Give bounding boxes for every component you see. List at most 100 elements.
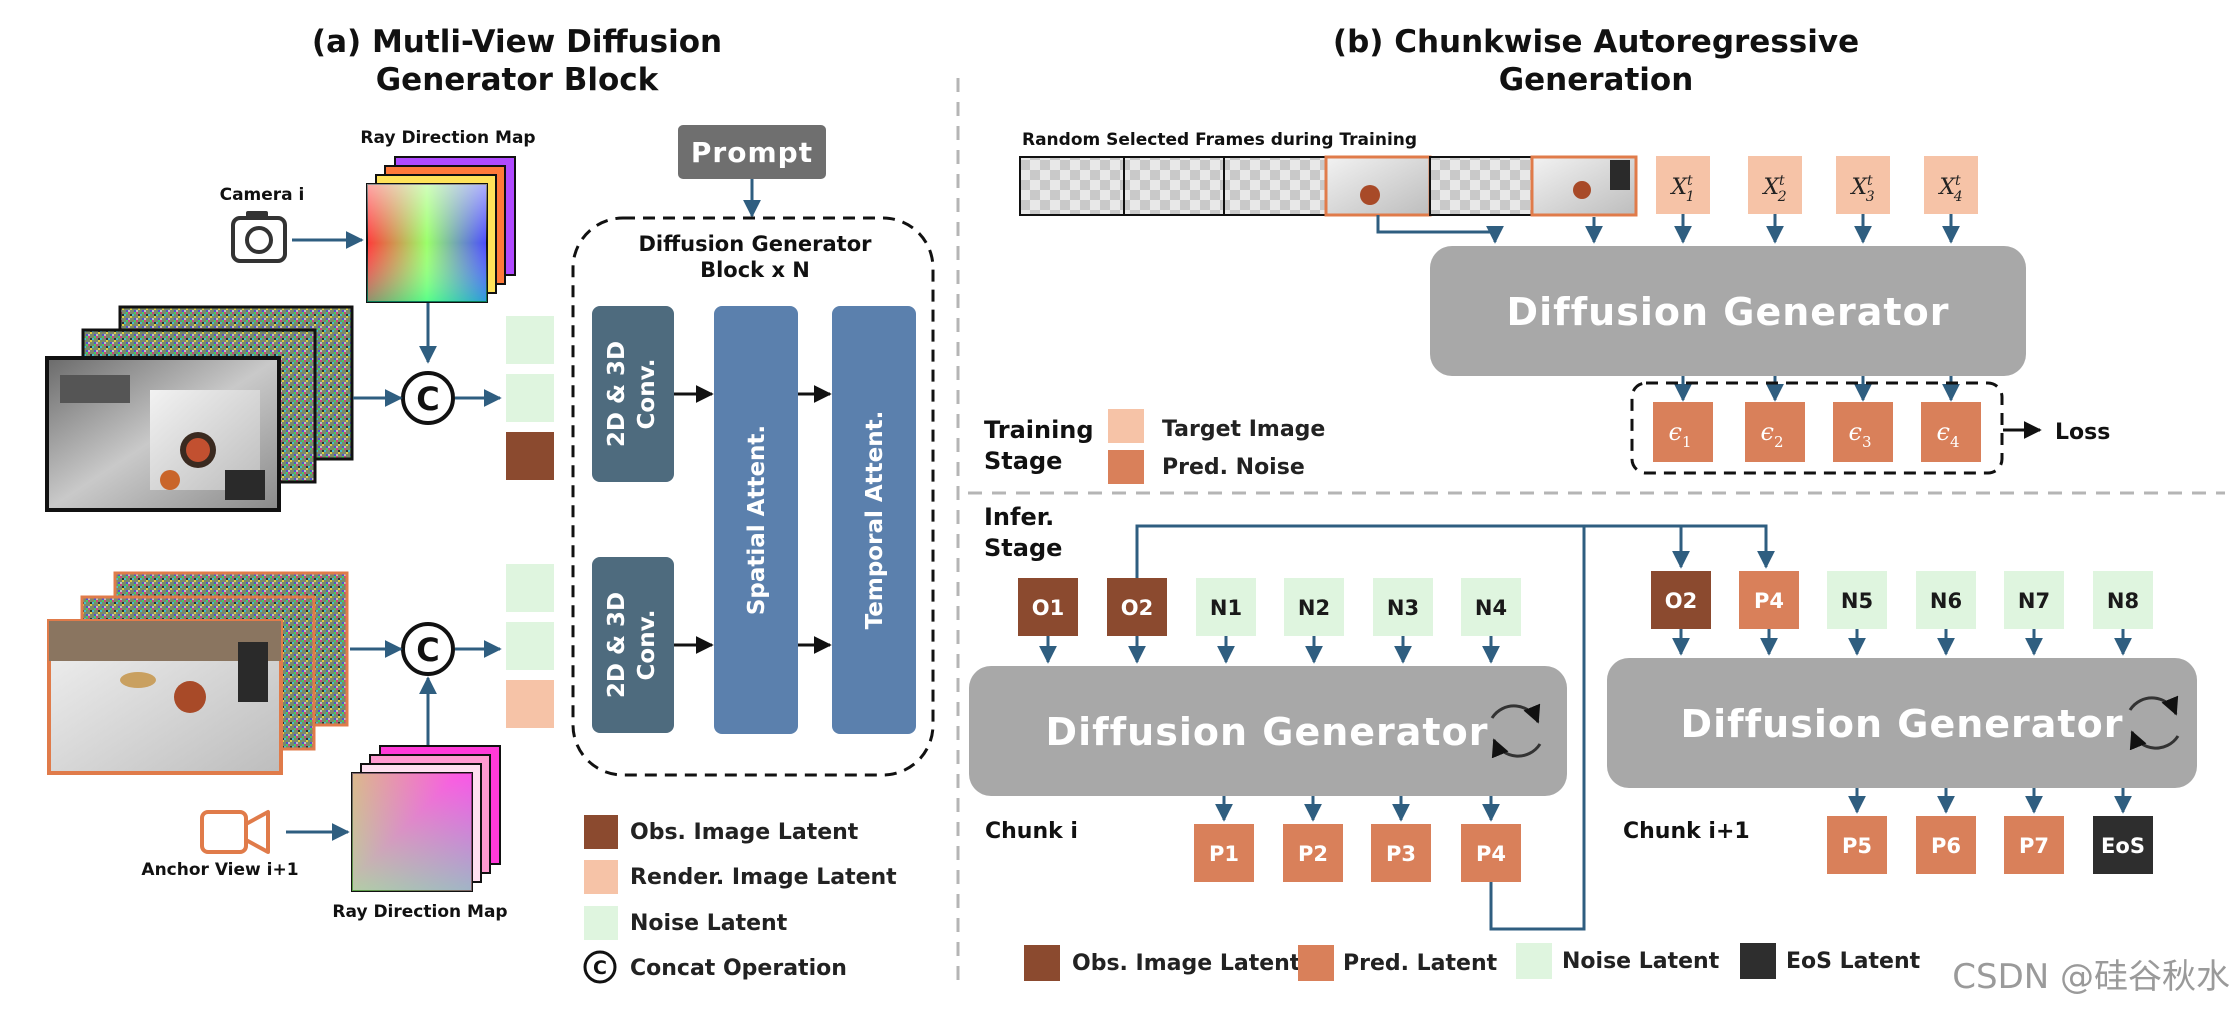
legend-b-obs: Obs. Image Latent — [1072, 951, 1301, 976]
chunk-i1-output-p6 — [1916, 816, 1976, 874]
chunk-i-output-p1 — [1194, 824, 1254, 882]
refresh-icon — [1490, 703, 1542, 759]
noise-latent-a4 — [506, 622, 554, 670]
conv-block-bottom — [592, 557, 674, 733]
x-token-4 — [1924, 156, 1978, 214]
chunk-i1-input-n6-label: N6 — [1930, 589, 1962, 613]
spatial-attn-label: Spatial Attent. — [744, 425, 770, 615]
chunk-i-output-p3-label: P3 — [1386, 842, 1416, 866]
noisy-views-top — [45, 305, 354, 512]
panel-b-title-line1: (b) Chunkwise Autoregressive — [1333, 24, 1859, 60]
legend-b-noise: Noise Latent — [1562, 949, 1720, 974]
legend-a-obs-swatch — [584, 815, 618, 849]
chunk-i1-input-n5-label: N5 — [1841, 589, 1873, 613]
noise-latent-a2 — [506, 374, 554, 422]
legend-b-eos-swatch — [1740, 943, 1776, 979]
legend-a-render: Render. Image Latent — [630, 865, 897, 890]
chunk-i-input-o2-label: O2 — [1121, 596, 1153, 620]
chunk-i-input-n1-label: N1 — [1210, 596, 1242, 620]
chunk-i1-output-eos — [2093, 816, 2153, 874]
chunk-i-output-p4 — [1461, 824, 1521, 882]
chunk-i-input-o2 — [1107, 578, 1167, 636]
video-camera-icon — [200, 810, 270, 854]
chunk-i1-input-o2 — [1651, 571, 1711, 629]
infer-stage-line1: Infer. — [984, 503, 1054, 531]
chunk-i-outputs: P1 P2 P3 P4 — [1194, 824, 1521, 882]
refresh-icon — [2128, 695, 2180, 751]
block-title-line2: Block x N — [700, 258, 810, 282]
loss-label: Loss — [2055, 420, 2110, 445]
chunk-i1-input-n6 — [1916, 571, 1976, 629]
chunk-i-input-n3-label: N3 — [1387, 596, 1419, 620]
prompt-box — [678, 125, 826, 179]
ray-map-bottom-label: Ray Direction Map — [332, 902, 507, 922]
eps-4-label: ϵ4 — [1937, 418, 1960, 451]
chunk-i1-generator — [1607, 658, 2197, 788]
chunk-i1-output-p6-label: P6 — [1931, 834, 1961, 858]
noise-latent-a1 — [506, 316, 554, 364]
render-latent-a — [506, 680, 554, 728]
legend-target-swatch — [1108, 409, 1144, 443]
conv-top-line1: 2D & 3D — [604, 341, 630, 447]
conv-bottom-line1: 2D & 3D — [604, 592, 630, 698]
feedback-wire-p4 — [1681, 524, 1775, 569]
chunk-i1-output-eos-label: EoS — [2101, 834, 2145, 858]
legend-pred-noise: Pred. Noise — [1162, 455, 1305, 480]
training-stage-line2: Stage — [984, 447, 1062, 475]
chunk-i1-input-o2-label: O2 — [1665, 589, 1697, 613]
ray-map-bottom — [351, 745, 501, 892]
chunk-i-input-n4-label: N4 — [1475, 596, 1507, 620]
eps-tokens: ϵ1 ϵ2 ϵ3 ϵ4 — [1653, 402, 1981, 462]
legend-a-concat-swatch — [583, 950, 617, 984]
chunk-i1-input-n5 — [1827, 571, 1887, 629]
concat-symbol-top: C — [416, 380, 439, 418]
chunk-i-input-n2 — [1284, 578, 1344, 636]
concat-symbol-bottom: C — [416, 631, 439, 669]
chunk-i-label: Chunk i — [985, 819, 1078, 844]
infer-stage-line2: Stage — [984, 534, 1062, 562]
feedback-wire-main — [1135, 524, 1586, 931]
chunk-i-input-n2-label: N2 — [1298, 596, 1330, 620]
chunk-i-generator — [969, 666, 1567, 796]
chunk-i1-output-p5 — [1827, 816, 1887, 874]
chunk-i-input-o1 — [1018, 578, 1078, 636]
loss-container — [1630, 381, 2004, 475]
legend-a-noise-swatch — [584, 906, 618, 940]
chunk-i-generator-label: Diffusion Generator — [1046, 710, 1489, 754]
training-generator — [1430, 246, 2026, 376]
chunk-i1-output-p7-label: P7 — [2019, 834, 2049, 858]
legend-a-concat: Concat Operation — [630, 956, 847, 981]
ray-map-top — [366, 156, 516, 303]
chunk-i-output-p2 — [1283, 824, 1343, 882]
chunk-i-inputs: O1 O2 N1 N2 N3 N4 — [1018, 578, 1521, 636]
legend-a-render-swatch — [584, 860, 618, 894]
eps-token-1 — [1653, 402, 1713, 462]
chunk-i1-output-p7 — [2004, 816, 2064, 874]
eps-3-label: ϵ3 — [1849, 418, 1872, 451]
ray-map-top-label: Ray Direction Map — [360, 128, 535, 148]
panel-b-title-line2: Generation — [1499, 62, 1694, 98]
chunk-i-output-p3 — [1371, 824, 1431, 882]
feedback-wire-o2 — [1584, 524, 1690, 569]
obs-latent-a — [506, 432, 554, 480]
eps-token-2 — [1745, 402, 1805, 462]
frames-caption: Random Selected Frames during Training — [1022, 130, 1417, 150]
chunk-i1-inputs: O2 P4 N5 N6 N7 N8 — [1651, 571, 2153, 629]
temporal-attn-label: Temporal Attent. — [862, 411, 888, 630]
panel-a: (a) Mutli-View Diffusion Generator Block… — [45, 24, 935, 984]
eps-token-4 — [1921, 402, 1981, 462]
legend-a-concat-symbol: C — [593, 957, 607, 979]
panel-a-title-line2: Generator Block — [376, 62, 660, 98]
chunk-i1-input-p4-label: P4 — [1754, 589, 1784, 613]
legend-target: Target Image — [1162, 417, 1325, 442]
x-token-1 — [1656, 156, 1710, 214]
block-title-line1: Diffusion Generator — [639, 232, 873, 256]
conv-bottom-line2: Conv. — [634, 610, 660, 681]
training-generator-label: Diffusion Generator — [1507, 290, 1950, 334]
